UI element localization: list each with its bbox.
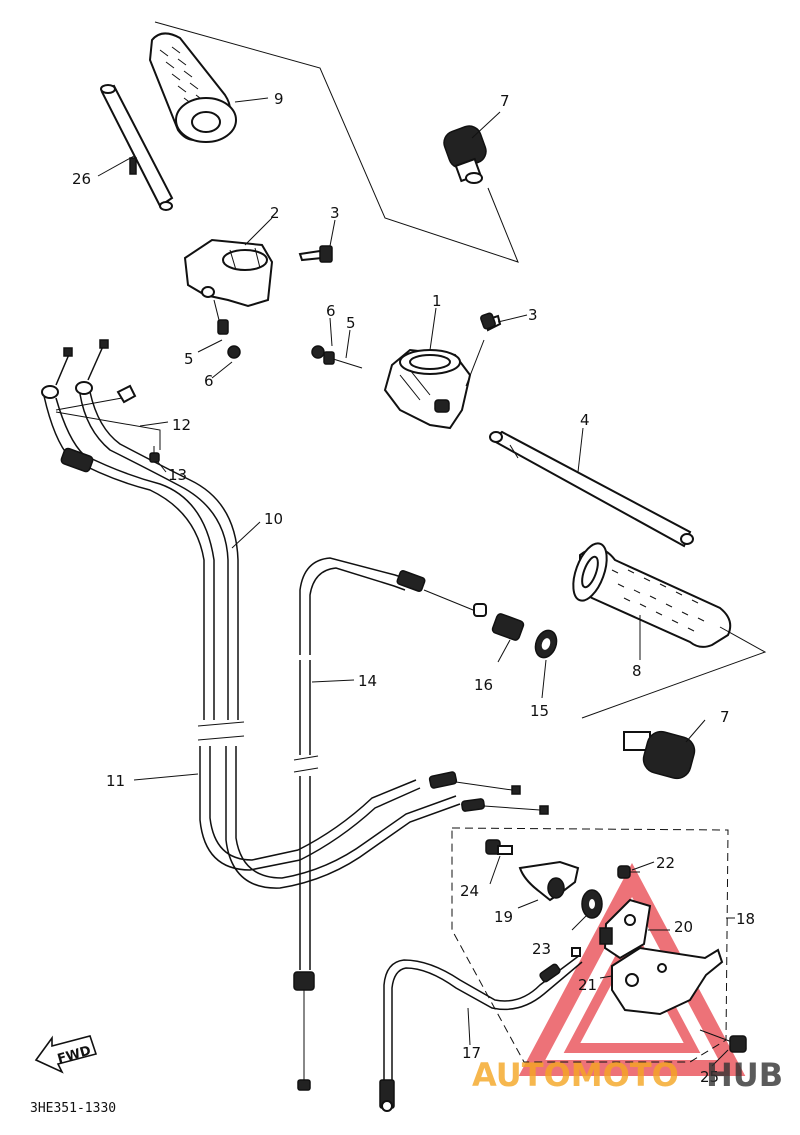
screw-5-right — [323, 351, 363, 369]
callout-7a: 7 — [500, 92, 510, 110]
bracket-20 — [599, 898, 652, 960]
callout-14: 14 — [358, 672, 377, 690]
grip-end-7-bottom — [623, 730, 696, 780]
handlebar-4 — [489, 430, 694, 548]
callout-5a: 5 — [184, 350, 194, 368]
callouts: 1 2 3 3 4 5 5 6 6 7 7 8 9 10 11 12 13 14… — [72, 90, 755, 1086]
callout-7b: 7 — [720, 708, 730, 726]
callout-2: 2 — [270, 204, 280, 222]
callout-3a: 3 — [330, 204, 340, 222]
throttle-grip-9 — [148, 32, 237, 143]
lever-19 — [518, 860, 580, 902]
callout-21: 21 — [578, 976, 597, 994]
lever-assembly-18 — [485, 839, 747, 1053]
clutch-cable-14 — [293, 557, 487, 1091]
callout-18: 18 — [736, 910, 755, 928]
throttle-cables-10-11 — [41, 339, 549, 889]
screw-5-left — [213, 299, 229, 335]
washer-23 — [581, 889, 603, 919]
callout-9: 9 — [274, 90, 284, 108]
bolt-25 — [699, 1029, 747, 1053]
grip-end-7-top — [443, 125, 487, 184]
screw-3-right — [480, 312, 502, 332]
callout-15: 15 — [530, 702, 549, 720]
screw-3-top — [298, 245, 333, 263]
callout-12: 12 — [172, 416, 191, 434]
callout-5b: 5 — [346, 314, 356, 332]
callout-3b: 3 — [528, 306, 538, 324]
callout-10: 10 — [264, 510, 283, 528]
callout-25: 25 — [700, 1068, 719, 1086]
callout-11: 11 — [106, 772, 125, 790]
watermark-text-2: HUB — [706, 1056, 783, 1094]
callout-16: 16 — [474, 676, 493, 694]
grip-8 — [572, 542, 732, 648]
throttle-housing-1 — [383, 348, 472, 430]
screw-22 — [617, 865, 640, 879]
nut-6-left — [227, 345, 241, 359]
leader-lines — [55, 97, 735, 1067]
callout-13: 13 — [168, 466, 187, 484]
diagram-code: 3HE351-1330 — [30, 1101, 116, 1116]
callout-17: 17 — [462, 1044, 481, 1062]
adjuster-16 — [491, 613, 525, 641]
fwd-arrow-icon: FWD — [34, 1035, 98, 1074]
throttle-tube-26 — [100, 84, 174, 211]
watermark-text-1: AUTOMOTO — [472, 1056, 679, 1094]
plate-21 — [611, 946, 724, 1016]
callout-23: 23 — [532, 940, 551, 958]
callout-1: 1 — [432, 292, 442, 310]
cable-17 — [379, 947, 583, 1112]
callout-6b: 6 — [326, 302, 336, 320]
callout-6a: 6 — [204, 372, 214, 390]
callout-19: 19 — [494, 908, 513, 926]
callout-22: 22 — [656, 854, 675, 872]
nut-6-right — [311, 345, 325, 359]
nut-15 — [534, 629, 558, 659]
callout-26: 26 — [72, 170, 91, 188]
cable-holder-12 — [116, 384, 137, 404]
callout-24: 24 — [460, 882, 479, 900]
callout-20: 20 — [674, 918, 693, 936]
callout-4: 4 — [580, 411, 590, 429]
callout-8: 8 — [632, 662, 642, 680]
bolt-24 — [485, 839, 513, 855]
screw-13 — [149, 446, 160, 463]
switch-clamp-2 — [183, 238, 274, 308]
